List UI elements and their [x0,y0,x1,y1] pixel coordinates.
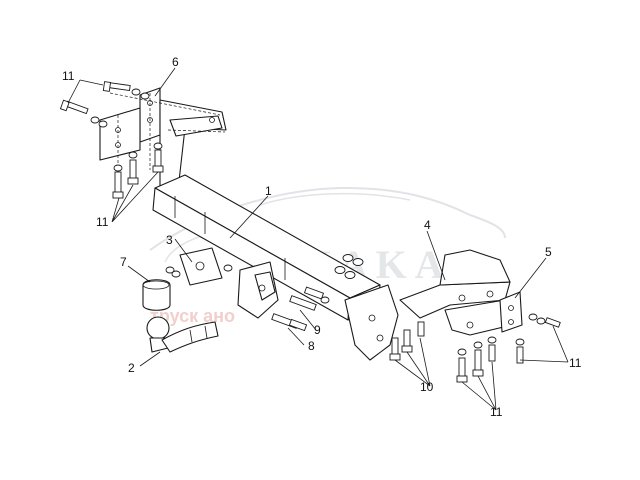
label-5: 5 [545,245,552,259]
left-bracket [99,87,227,191]
bolts-9 [289,286,330,311]
crossbar-end-plate [344,284,399,361]
label-11-bottom: 11 [490,405,503,419]
label-11-right: 11 [569,356,582,370]
ball-cover [142,279,171,311]
tow-ball [146,316,219,353]
leader-lines [67,67,569,411]
right-bracket [399,249,513,336]
bolt-set-top-left [59,81,150,128]
bolt-set-bottom [456,336,525,383]
part-labels: 11 6 1 11 3 7 2 9 8 4 5 11 10 11 [62,55,582,419]
label-6: 6 [172,55,179,69]
label-4: 4 [424,218,431,232]
label-2: 2 [128,361,135,375]
label-10: 10 [420,380,434,394]
socket-plate [165,247,233,286]
bolts-8 [271,313,308,332]
label-11-left: 11 [96,215,109,229]
label-8: 8 [308,339,315,353]
receiver-bracket [237,261,279,319]
label-11-top-left: 11 [62,69,75,83]
bolt-set-left-vertical [112,142,164,199]
label-9: 9 [314,323,321,337]
label-1: 1 [265,184,272,198]
bolts-10 [389,321,425,361]
label-7: 7 [120,255,127,269]
nut-stack-right [334,254,364,279]
small-plate [499,291,561,333]
label-3: 3 [166,233,173,247]
watermark-tagline: труск ано [150,306,235,326]
